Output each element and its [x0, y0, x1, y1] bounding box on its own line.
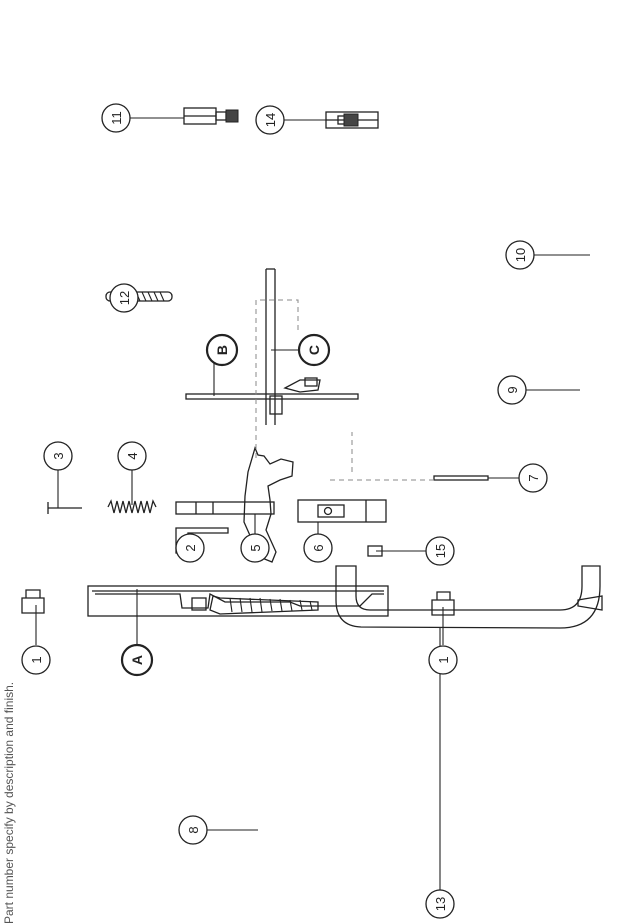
part-b-plate: [185, 393, 359, 400]
part-11-standoff: [183, 107, 239, 125]
callout-11: 11: [101, 103, 131, 133]
svg-text:1: 1: [29, 656, 44, 663]
assembly-dash-lines: [255, 299, 434, 481]
callout-c: C: [297, 333, 331, 367]
part-13-handle: [335, 565, 601, 629]
svg-text:13: 13: [433, 897, 448, 911]
part-a-housing: [87, 585, 389, 617]
svg-text:A: A: [129, 655, 145, 665]
svg-text:9: 9: [505, 386, 520, 393]
callout-4: 4: [117, 441, 147, 471]
svg-text:15: 15: [433, 544, 448, 558]
part-6-block: [297, 499, 387, 523]
part-3-pin: [47, 502, 82, 514]
callout-12: 12: [109, 283, 139, 313]
svg-text:4: 4: [125, 452, 140, 459]
svg-text:3: 3: [51, 452, 66, 459]
leader-lines: [35, 117, 590, 890]
callout-2: 2: [175, 533, 205, 563]
callout-1-top: 1: [21, 645, 51, 675]
part-2-bracket: [175, 527, 229, 554]
part-c-shaft: [265, 268, 321, 425]
svg-text:B: B: [214, 345, 230, 355]
svg-text:2: 2: [183, 544, 198, 551]
callout-3: 3: [43, 441, 73, 471]
part-9-wedge: [577, 595, 603, 611]
callout-13: 13: [425, 889, 455, 919]
callout-14: 14: [255, 105, 285, 135]
part-10-screw: [209, 595, 319, 615]
callout-9: 9: [497, 375, 527, 405]
svg-text:8: 8: [186, 826, 201, 833]
svg-text:12: 12: [117, 291, 132, 305]
callout-15: 15: [425, 536, 455, 566]
svg-text:11: 11: [109, 111, 124, 125]
callout-1-bottom: 1: [428, 645, 458, 675]
part-14-standoff: [325, 111, 379, 129]
callout-a: A: [120, 643, 154, 677]
part-7-rod: [433, 475, 489, 481]
svg-text:C: C: [306, 345, 322, 355]
svg-text:7: 7: [526, 474, 541, 481]
callout-b: B: [205, 333, 239, 367]
callout-7: 7: [518, 463, 548, 493]
callout-5: 5: [240, 533, 270, 563]
callout-6: 6: [303, 533, 333, 563]
svg-text:6: 6: [311, 544, 326, 551]
svg-text:10: 10: [513, 248, 528, 262]
svg-text:14: 14: [263, 113, 278, 127]
part-4-spring: [107, 499, 157, 514]
part-5-bar: [175, 501, 275, 515]
svg-text:1: 1: [436, 656, 451, 663]
callout-8: 8: [178, 815, 208, 845]
svg-text:5: 5: [248, 544, 263, 551]
part-1-cap-top: [21, 589, 45, 614]
part-8-trigger: [243, 446, 294, 563]
callout-10: 10: [505, 240, 535, 270]
